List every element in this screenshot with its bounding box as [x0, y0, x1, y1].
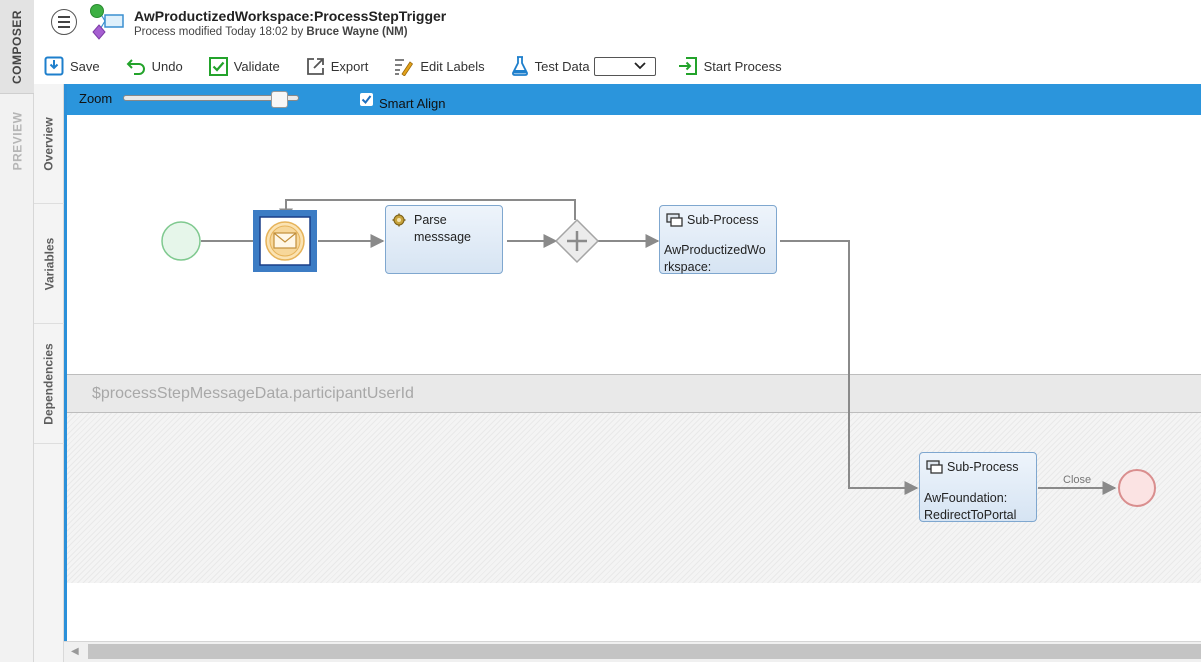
page-subtitle: Process modified Today 18:02 by Bruce Wa…	[134, 26, 408, 38]
parallel-gateway[interactable]	[554, 218, 600, 264]
undo-icon	[126, 59, 145, 75]
end-event[interactable]	[1118, 469, 1156, 507]
close-flow-label: Close	[1063, 474, 1091, 486]
undo-label: Undo	[151, 58, 183, 74]
menu-button[interactable]	[51, 9, 77, 35]
subprocess-productized-workspace[interactable]: Sub-Process AwProductizedWo rkspace:	[659, 205, 777, 274]
tab-composer-label: COMPOSER	[10, 9, 25, 84]
save-button[interactable]: Save	[44, 56, 100, 76]
tab-preview[interactable]: PREVIEW	[0, 96, 34, 186]
undo-button[interactable]: Undo	[126, 57, 183, 75]
save-label: Save	[70, 58, 100, 74]
subprocess-redirect-to-portal[interactable]: Sub-Process AwFoundation: RedirectToPort…	[919, 452, 1037, 522]
task-parse-line2: messsage	[414, 230, 471, 244]
smart-align-label: Smart Align	[379, 96, 446, 111]
smart-align-checkbox[interactable]	[360, 93, 373, 106]
scroll-left-icon[interactable]: ◀	[71, 646, 79, 657]
modified-user: Bruce Wayne (NM)	[306, 26, 408, 38]
checkmark-icon	[361, 95, 372, 105]
subprocess-icon	[666, 213, 683, 227]
connectors	[201, 199, 1117, 495]
zoom-slider[interactable]	[123, 95, 299, 101]
start-process-button[interactable]: Start Process	[678, 56, 782, 76]
swimlane-header: $processStepMessageData.participantUserI…	[67, 374, 1201, 413]
tab-variables[interactable]: Variables	[34, 204, 64, 324]
export-button[interactable]: Export	[306, 57, 369, 76]
save-icon	[44, 56, 64, 76]
zoom-toolbar: Zoom Smart Align	[67, 84, 1201, 115]
subprocess-2-line2: RedirectToPortal	[924, 508, 1017, 522]
start-process-icon	[678, 57, 697, 75]
subprocess-2-line1: AwFoundation:	[924, 491, 1008, 505]
process-icon	[90, 4, 124, 40]
message-event[interactable]	[253, 210, 317, 272]
side-panel-tabs: Overview Variables Dependencies	[34, 84, 64, 662]
start-event[interactable]	[161, 221, 201, 261]
flask-icon	[511, 56, 528, 76]
edit-labels-icon	[395, 58, 414, 76]
flow-subprocess-to-subprocess[interactable]	[780, 240, 919, 495]
validate-button[interactable]: Validate	[208, 56, 280, 76]
export-icon	[306, 57, 324, 75]
subprocess-1-header: Sub-Process	[687, 213, 759, 227]
tab-preview-label: PREVIEW	[10, 111, 24, 171]
validate-label: Validate	[233, 58, 280, 74]
start-process-label: Start Process	[703, 58, 782, 74]
menu-icon	[58, 16, 70, 18]
subprocess-icon	[926, 460, 943, 474]
chevron-down-icon	[633, 62, 646, 70]
plus-icon	[567, 231, 587, 251]
tab-overview[interactable]: Overview	[34, 84, 64, 204]
toolbar: Save Undo Validate Export	[44, 54, 808, 78]
task-parse-message[interactable]: Parse messsage	[385, 205, 503, 274]
tab-variables-label: Variables	[42, 237, 56, 290]
header: AwProductizedWorkspace:ProcessStepTrigge…	[34, 0, 1201, 84]
process-diagram: Close	[161, 199, 1156, 507]
horizontal-scrollbar[interactable]: ◀	[64, 641, 1201, 662]
tab-overview-label: Overview	[42, 116, 56, 171]
tab-dependencies-label: Dependencies	[42, 342, 56, 425]
tab-dependencies[interactable]: Dependencies	[34, 324, 64, 444]
zoom-label: Zoom	[79, 91, 113, 106]
scrollbar-thumb[interactable]	[88, 644, 1201, 659]
subprocess-2-header: Sub-Process	[947, 460, 1019, 474]
edit-labels-button[interactable]: Edit Labels	[394, 57, 485, 76]
task-parse-line1: Parse	[414, 213, 447, 227]
process-canvas[interactable]: Zoom Smart Align $processStepMessageData…	[64, 84, 1201, 662]
left-rail: COMPOSER PREVIEW	[0, 0, 34, 662]
edit-labels-label: Edit Labels	[420, 58, 485, 74]
subprocess-1-line2: rkspace:	[664, 260, 712, 274]
subprocess-1-line1: AwProductizedWo	[664, 243, 766, 257]
tab-composer[interactable]: COMPOSER	[0, 0, 34, 94]
test-data-select[interactable]	[593, 56, 656, 76]
gear-icon	[392, 213, 406, 227]
test-data-control: Test Data	[511, 56, 656, 76]
page-title: AwProductizedWorkspace:ProcessStepTrigge…	[134, 8, 447, 24]
export-label: Export	[330, 58, 369, 74]
envelope-icon	[273, 232, 297, 249]
test-data-label: Test Data	[534, 58, 590, 74]
zoom-slider-handle[interactable]	[271, 91, 288, 108]
validate-icon	[208, 56, 228, 76]
swimlane-label: $processStepMessageData.participantUserI…	[92, 385, 414, 402]
modified-text: Process modified Today 18:02 by	[134, 26, 304, 38]
